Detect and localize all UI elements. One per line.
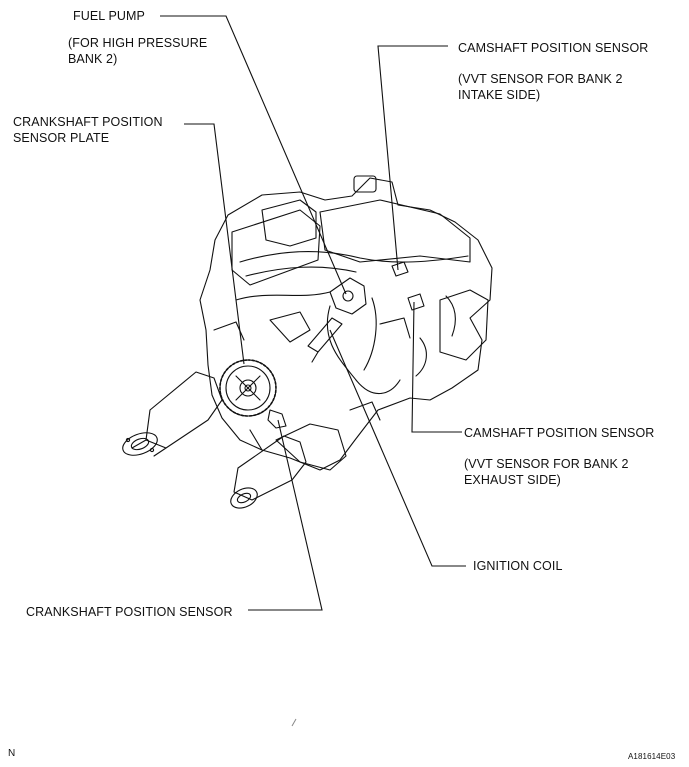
cam-exhaust-note-line1: (VVT SENSOR FOR BANK 2 bbox=[464, 457, 629, 471]
cam-intake-leader bbox=[377, 45, 448, 271]
throttle-body bbox=[353, 175, 377, 193]
corner-mark: N bbox=[8, 748, 16, 759]
cam-exhaust-note-line2: EXHAUST SIDE) bbox=[464, 473, 561, 487]
ignition-coil-label: IGNITION COIL bbox=[473, 559, 563, 573]
engine-block-outline bbox=[199, 177, 493, 471]
intake-plenum bbox=[261, 199, 317, 247]
fuel-pump-body bbox=[329, 277, 367, 315]
fuel-pump-leader bbox=[160, 15, 347, 295]
cam-intake-label: CAMSHAFT POSITION SENSOR bbox=[458, 41, 649, 55]
crank-sensor-leader bbox=[248, 419, 323, 611]
cam-intake-note-line1: (VVT SENSOR FOR BANK 2 bbox=[458, 72, 623, 86]
fuel-pump-note-line2: BANK 2) bbox=[68, 52, 118, 66]
crank-plate-label-line1: CRANKSHAFT POSITION bbox=[13, 115, 163, 129]
catalytic-converter-right bbox=[233, 435, 307, 501]
cam-sensor-exhaust-body bbox=[407, 293, 425, 311]
cam-exhaust-leader bbox=[411, 301, 462, 433]
ignition-coil-body bbox=[307, 317, 343, 353]
catalytic-converter-left bbox=[145, 371, 223, 449]
cam-intake-note-line2: INTAKE SIDE) bbox=[458, 88, 541, 102]
figure-code: A181614E03 bbox=[628, 752, 676, 761]
cam-exhaust-label: CAMSHAFT POSITION SENSOR bbox=[464, 426, 655, 440]
fuel-pump-label: FUEL PUMP bbox=[73, 9, 145, 23]
cam-sensor-intake-body bbox=[391, 261, 409, 277]
crankshaft-plate bbox=[219, 359, 277, 417]
crank-sensor-body bbox=[267, 409, 287, 429]
crank-sensor-label: CRANKSHAFT POSITION SENSOR bbox=[26, 605, 233, 619]
cylinder-head-left bbox=[231, 209, 321, 286]
crank-plate-label-line2: SENSOR PLATE bbox=[13, 131, 110, 145]
crank-plate-leader bbox=[184, 123, 245, 365]
ignition-coil-leader bbox=[329, 329, 466, 567]
fuel-pump-note-line1: (FOR HIGH PRESSURE bbox=[68, 36, 208, 50]
